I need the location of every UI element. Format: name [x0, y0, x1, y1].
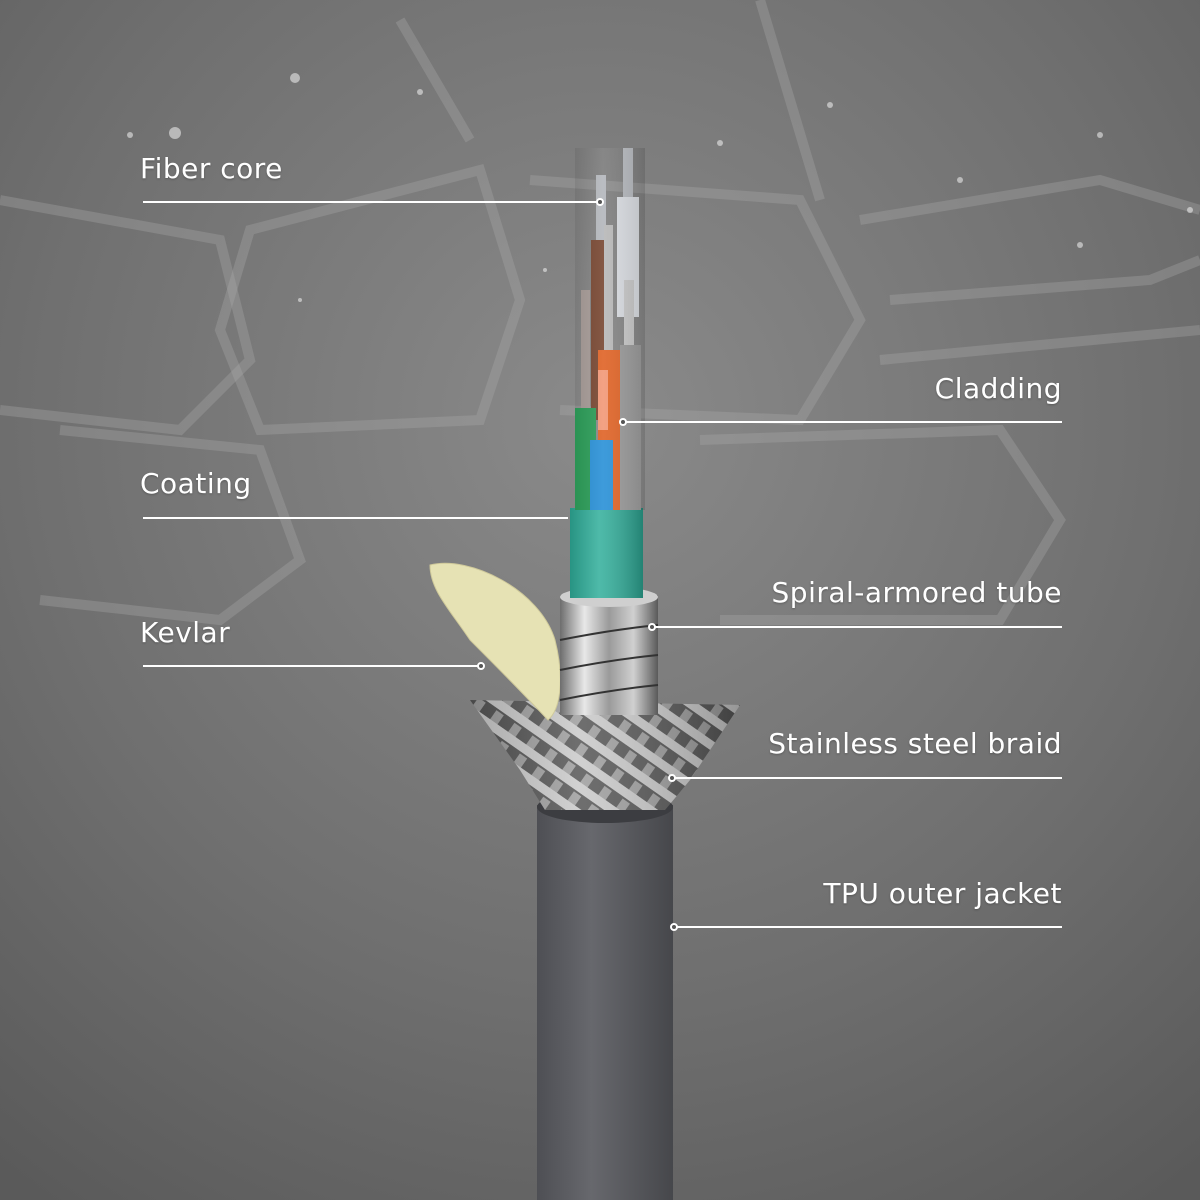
label-steel-braid: Stainless steel braid: [768, 727, 1062, 760]
label-fiber-core: Fiber core: [140, 152, 283, 185]
label-kevlar: Kevlar: [140, 616, 231, 649]
spiral-tube: [559, 587, 659, 715]
steel-braid: [470, 700, 740, 810]
leader-lines: [143, 201, 1062, 928]
tpu-jacket: [537, 791, 673, 1200]
label-cladding: Cladding: [934, 372, 1062, 405]
leader-dots: [477, 198, 678, 931]
kevlar-fibers: [429, 562, 561, 721]
coating-tube: [570, 508, 643, 598]
hexagon-pattern: [0, 0, 1200, 626]
label-coating: Coating: [140, 467, 252, 500]
label-spiral-tube: Spiral-armored tube: [771, 576, 1062, 609]
label-jacket: TPU outer jacket: [823, 877, 1062, 910]
fibers: [575, 148, 645, 510]
particles: [127, 73, 1193, 302]
